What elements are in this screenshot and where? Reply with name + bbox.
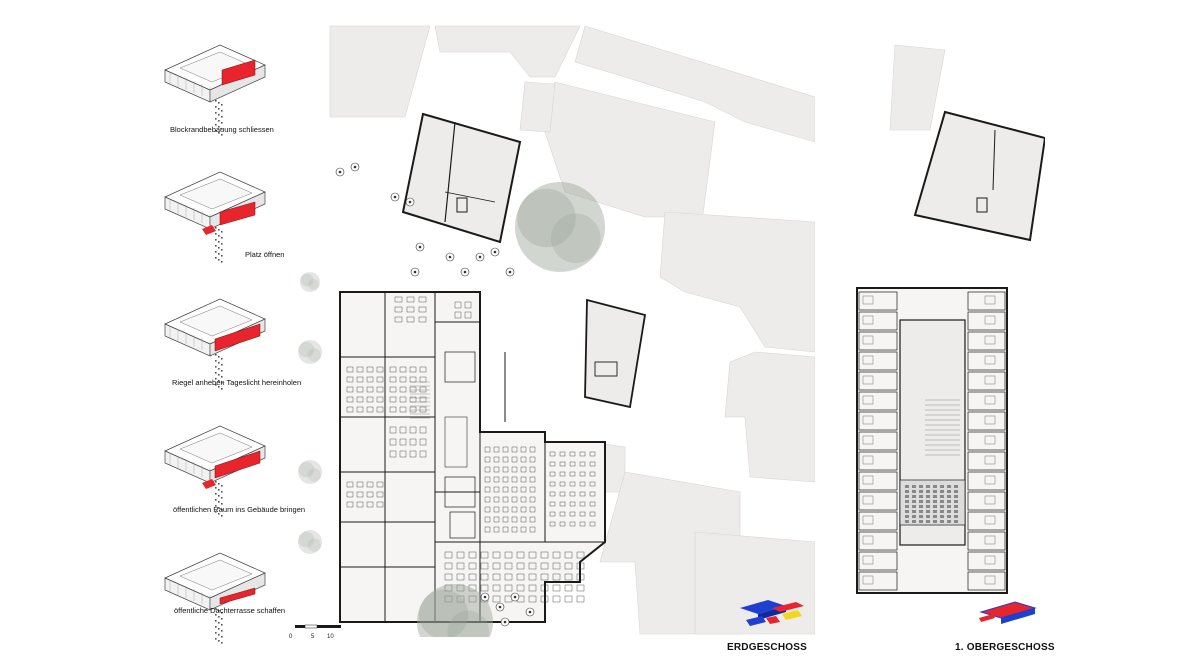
room-east-15: [967, 571, 1006, 591]
tree-5: [298, 530, 322, 554]
room-east-6: [967, 391, 1006, 411]
room-west-2: [858, 311, 898, 331]
trees: [298, 182, 605, 637]
ground-floor-key-axo: [740, 600, 804, 626]
tree-3: [298, 340, 322, 364]
room-east-9: [967, 451, 1006, 471]
step-caption-1: Blockrandbebauung schliessen: [170, 125, 274, 134]
room-east-8: [967, 431, 1006, 451]
room-west-6: [858, 391, 898, 411]
room-east-1: [967, 291, 1006, 311]
tower-upper-floor: [913, 110, 1045, 242]
room-west-13: [858, 531, 898, 551]
concept-axo-4: [164, 425, 266, 517]
step-caption-2: Platz öffnen: [245, 250, 285, 259]
room-west-4: [858, 351, 898, 371]
room-west-12: [858, 511, 898, 531]
upper-floor-title: 1. OBERGESCHOSS: [955, 642, 1055, 653]
room-west-10: [858, 471, 898, 491]
room-east-11: [967, 491, 1006, 511]
concept-diagram-column: [164, 44, 266, 644]
concept-axo-5: [164, 552, 266, 644]
tree-4: [298, 460, 322, 484]
room-east-2: [967, 311, 1006, 331]
neighbour-buildings: [329, 25, 815, 635]
upper-floor-key-axo: [979, 601, 1037, 624]
tower-building-outline: [401, 112, 522, 244]
scale-bar: [295, 624, 341, 629]
tree-6: [300, 272, 320, 292]
step-caption-4: öffentlichen Raum ins Gebäude bringen: [173, 505, 306, 514]
room-east-12: [967, 511, 1006, 531]
room-west-11: [858, 491, 898, 511]
room-west-5: [858, 371, 898, 391]
room-west-3: [858, 331, 898, 351]
scale-label-0: 0: [289, 634, 293, 640]
upper-floor-plan: [856, 44, 1045, 594]
room-east-7: [967, 411, 1006, 431]
scale-label-10: 10: [327, 634, 334, 640]
scale-label-5: 5: [311, 634, 315, 640]
concept-axo-3: [164, 298, 266, 390]
room-west-9: [858, 451, 898, 471]
furniture-layout: [346, 296, 596, 603]
ground-floor-title: ERDGESCHOSS: [727, 642, 807, 653]
neighbour-buildings-upper: [889, 44, 946, 131]
room-east-13: [967, 531, 1006, 551]
room-east-14: [967, 551, 1006, 571]
room-east-3: [967, 331, 1006, 351]
tree-2: [417, 584, 493, 637]
ground-floor-site-plan: [295, 25, 815, 637]
room-east-4: [967, 351, 1006, 371]
room-east-10: [967, 471, 1006, 491]
step-caption-3: Riegel anheben Tageslicht hereinholen: [172, 378, 302, 387]
room-west-7: [858, 411, 898, 431]
room-west-1: [858, 291, 898, 311]
slab-upper-floor: [856, 287, 1008, 594]
tree-1: [515, 182, 605, 272]
room-west-15: [858, 571, 898, 591]
upper-floor-rooms: [858, 291, 1006, 591]
step-caption-5: öffentliche Dachterrasse schaffen: [174, 606, 286, 615]
outdoor-tables: [335, 162, 535, 627]
main-ground-floor: [339, 291, 606, 623]
pavilion-outline: [584, 298, 647, 409]
concept-axo-1: [164, 44, 266, 136]
room-west-14: [858, 551, 898, 571]
concept-axo-2: [164, 171, 266, 263]
room-west-8: [858, 431, 898, 451]
room-east-5: [967, 371, 1006, 391]
